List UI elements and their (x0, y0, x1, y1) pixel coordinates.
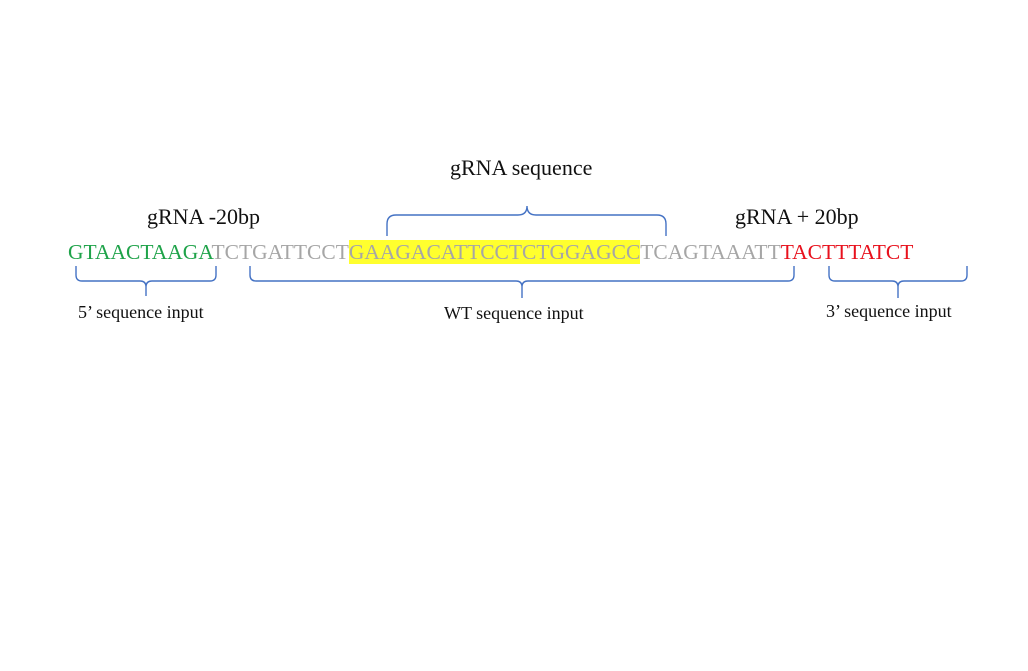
wt-bottom-bracket (249, 266, 795, 298)
grna-minus-20bp-label: gRNA -20bp (147, 204, 261, 229)
wt-right-sequence: TCAGTAAATT (640, 240, 781, 264)
five-prime-bottom-bracket (75, 266, 217, 296)
three-prime-bottom-bracket (828, 266, 968, 298)
three-prime-sequence: TACTTTATCT (780, 240, 914, 264)
five-prime-sequence: GTAACTAAGA (68, 240, 212, 264)
grna-highlighted-sequence: GAAGACATTCCTCTGGAGCC (348, 240, 641, 264)
grna-plus-20bp-label: gRNA + 20bp (735, 204, 859, 229)
wt-left-sequence: TCTGATTCCT (211, 240, 349, 264)
dna-sequence: GTAACTAAGATCTGATTCCTGAAGACATTCCTCTGGAGCC… (68, 240, 913, 265)
wt-input-label: WT sequence input (444, 303, 584, 323)
grna-top-bracket (386, 205, 667, 236)
five-prime-input-label: 5’ sequence input (78, 302, 204, 322)
three-prime-input-label: 3’ sequence input (826, 301, 952, 321)
grna-sequence-label: gRNA sequence (450, 155, 593, 180)
